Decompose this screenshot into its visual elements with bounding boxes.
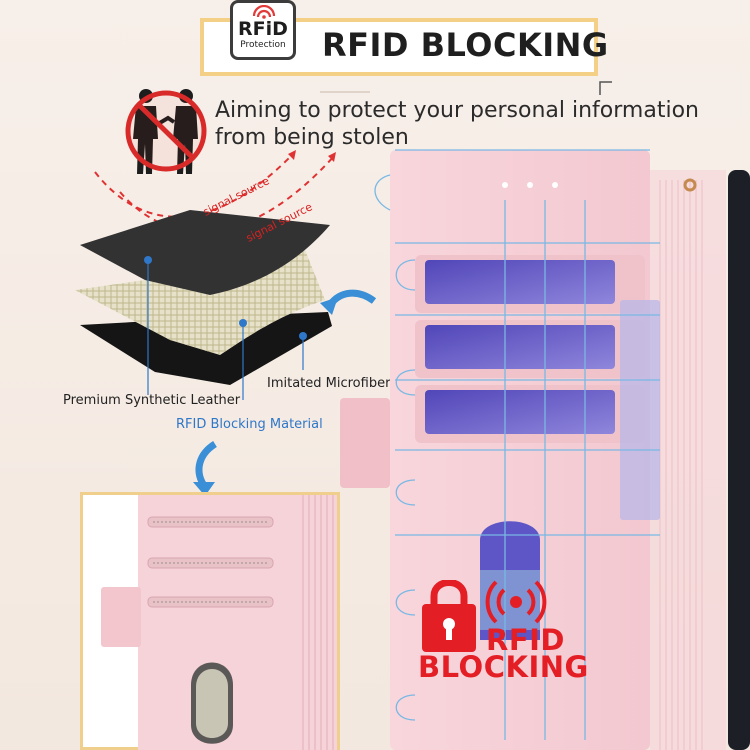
arrow-down-icon <box>193 441 218 496</box>
stamp-rfid-text: RFID <box>486 623 566 657</box>
label-imitated-microfiber: Imitated Microfiber <box>267 376 391 391</box>
label-rfid-blocking-material: RFID Blocking Material <box>176 417 323 432</box>
badge-protection-text: Protection <box>240 40 286 50</box>
rfid-lock-stamp <box>422 580 547 652</box>
wallet-case-open <box>340 149 750 750</box>
headline-line-2: from being stolen <box>215 125 409 150</box>
wifi-signal-icon <box>252 5 276 19</box>
headline: Aiming to protect your personal informat… <box>215 97 735 151</box>
no-pickpocket-icon <box>125 89 207 174</box>
stamp-blocking-text: BLOCKING <box>418 650 589 684</box>
badge-rfid-text: RFiD <box>238 18 288 40</box>
headline-line-1: Aiming to protect your personal informat… <box>215 98 699 123</box>
wallet-case-closed <box>101 495 337 750</box>
material-layers-diagram <box>75 150 336 400</box>
page-title: RFID BLOCKING <box>322 26 609 64</box>
label-premium-synthetic-leather: Premium Synthetic Leather <box>63 393 241 408</box>
arrow-left-icon <box>320 289 377 315</box>
rfid-protection-badge: RFiD Protection <box>230 0 296 60</box>
